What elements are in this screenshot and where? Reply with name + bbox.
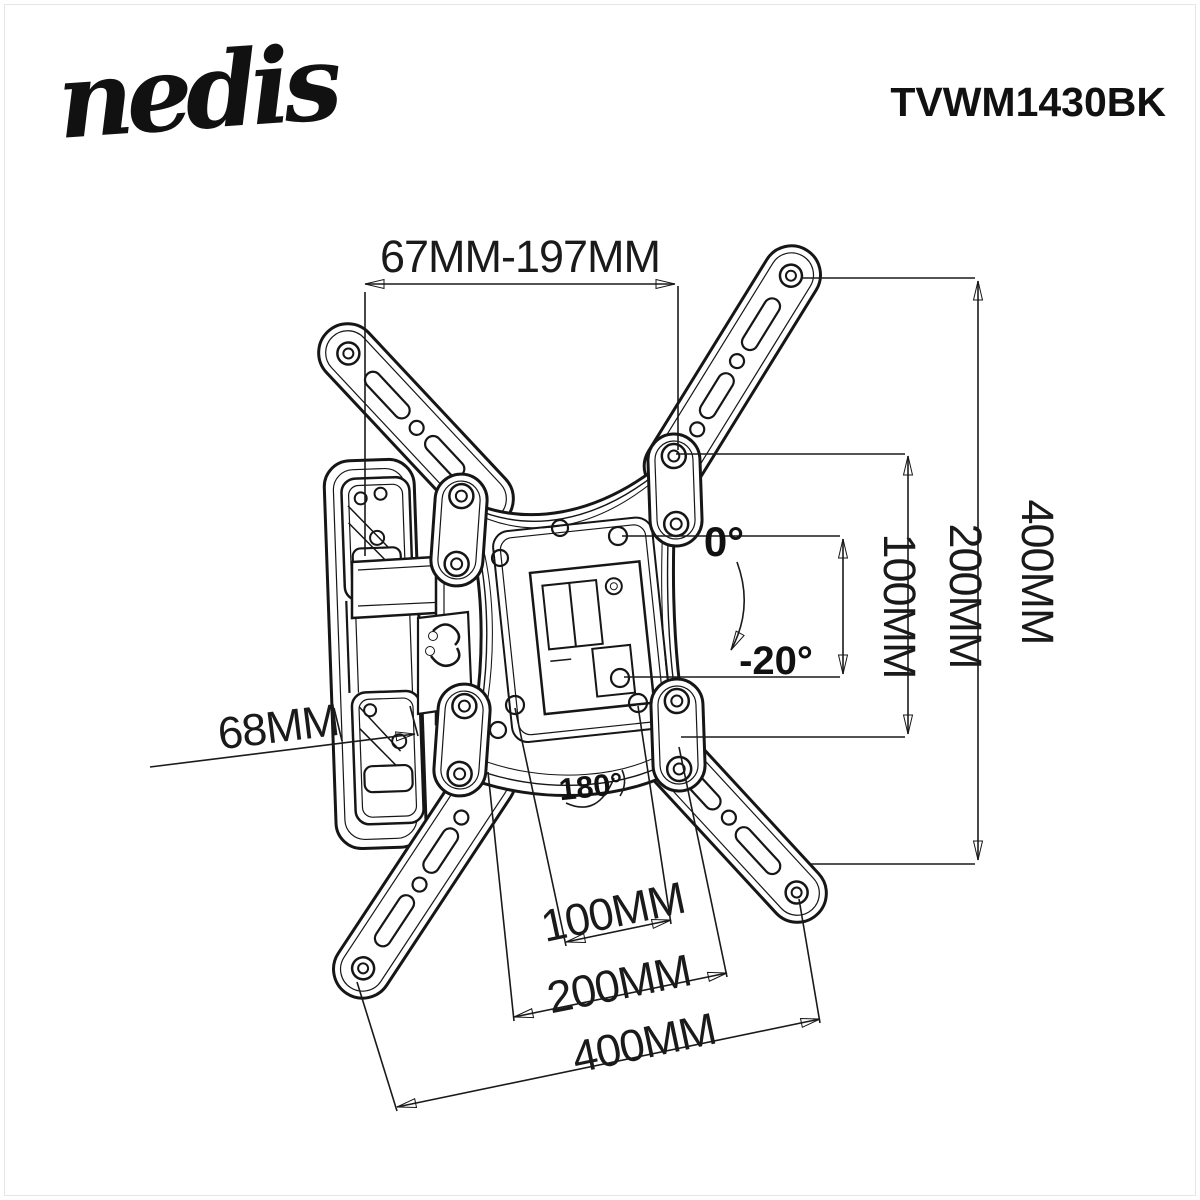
dim-label-right-100mm: 100MM <box>874 533 925 678</box>
dim-label-extension-range: 67MM-197MM <box>380 231 660 282</box>
tilt-arc-arrow <box>730 561 745 651</box>
mount-arm-bottom-left <box>332 750 517 1000</box>
wall-plate <box>322 457 428 851</box>
nedis-logo: nedis <box>53 20 344 162</box>
swivel-arc <box>565 777 615 808</box>
wall-plate-bottom-pad <box>350 689 425 826</box>
dimension-lines <box>149 277 984 1112</box>
dim-label-depth-68mm: 68MM <box>215 694 341 759</box>
swivel-angle-180: 180° <box>557 766 624 808</box>
swivel-arc-tick <box>619 769 626 797</box>
spring-clip <box>425 623 461 667</box>
dim-label-right-400mm: 400MM <box>1012 499 1063 644</box>
tilt-angle-0: 0° <box>704 518 744 565</box>
dim-label-bottom-100mm: 100MM <box>537 872 689 952</box>
model-number: TVWM1430BK <box>890 79 1166 125</box>
dim-label-right-200mm: 200MM <box>940 523 991 668</box>
tilt-angle-minus-20: -20° <box>739 639 813 683</box>
vesa-plate-center <box>492 516 673 743</box>
